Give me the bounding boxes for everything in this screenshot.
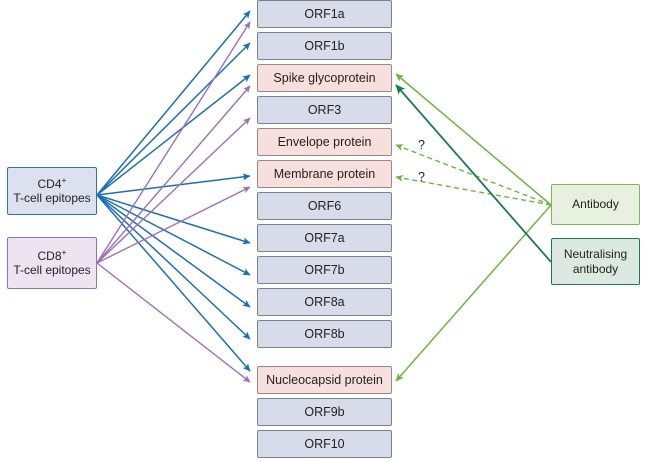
cd8-superscript-plus: +	[61, 246, 67, 257]
gene-label: ORF1a	[304, 6, 345, 21]
node-gene-orf1b[interactable]: ORF1b	[257, 32, 392, 60]
node-gene-membrane-protein[interactable]: Membrane protein	[257, 160, 392, 188]
node-gene-envelope-protein[interactable]: Envelope protein	[257, 128, 392, 156]
edge-cd8-orf3	[96, 117, 251, 264]
neutralising-antibody-label: Neutralising antibody	[563, 247, 628, 276]
gene-label: ORF7b	[304, 262, 345, 277]
node-gene-orf10[interactable]: ORF10	[257, 430, 392, 458]
antibody-label: Antibody	[572, 197, 619, 212]
edge-cd4-membrane	[96, 173, 251, 196]
edge-cd4-orf8b	[96, 194, 251, 340]
gene-label: ORF7a	[304, 230, 345, 245]
cd4-superscript-plus: +	[61, 174, 67, 185]
node-cd4-t-cell-epitopes[interactable]: CD4+ T-cell epitopes	[7, 167, 97, 215]
gene-label: ORF8b	[304, 326, 345, 341]
node-neutralising-antibody[interactable]: Neutralising antibody	[551, 238, 640, 285]
node-gene-orf9b[interactable]: ORF9b	[257, 398, 392, 426]
node-cd8-t-cell-epitopes[interactable]: CD8+ T-cell epitopes	[7, 237, 97, 289]
edge-cd8-membrane	[96, 186, 251, 264]
cd8-label: CD8+ T-cell epitopes	[13, 246, 91, 277]
node-gene-orf1a[interactable]: ORF1a	[257, 0, 392, 28]
node-gene-orf7a[interactable]: ORF7a	[257, 224, 392, 252]
gene-label: Spike glycoprotein	[273, 70, 376, 85]
node-gene-orf6[interactable]: ORF6	[257, 192, 392, 220]
node-gene-orf8b[interactable]: ORF8b	[257, 320, 392, 348]
edge-cd4-nucleocapsid	[96, 194, 251, 372]
uncertainty-marker-membrane: ?	[418, 170, 425, 184]
cd4-label: CD4+ T-cell epitopes	[13, 174, 91, 205]
gene-label: ORF6	[307, 198, 342, 213]
edge-cd4-spike	[96, 74, 251, 196]
edge-cd4-orf7b	[96, 194, 251, 276]
gene-label: ORF3	[307, 102, 342, 117]
edge-cd4-orf8a	[96, 194, 251, 308]
node-gene-orf3[interactable]: ORF3	[257, 96, 392, 124]
edge-cd4-orf1b	[96, 42, 251, 196]
node-antibody[interactable]: Antibody	[551, 184, 640, 225]
node-gene-orf7b[interactable]: ORF7b	[257, 256, 392, 284]
gene-label: ORF1b	[304, 38, 345, 53]
gene-label: ORF8a	[304, 294, 345, 309]
gene-label: Envelope protein	[277, 134, 372, 149]
node-gene-spike-glycoprotein[interactable]: Spike glycoprotein	[257, 64, 392, 92]
gene-label: Nucleocapsid protein	[266, 372, 383, 387]
gene-label: ORF10	[304, 436, 345, 451]
node-gene-nucleocapsid-protein[interactable]: Nucleocapsid protein	[257, 366, 392, 394]
edge-antibody-nucleocapsid	[395, 204, 552, 382]
node-gene-orf8a[interactable]: ORF8a	[257, 288, 392, 316]
edge-cd4-orf7a	[96, 194, 251, 245]
gene-label: Membrane protein	[273, 166, 376, 181]
gene-label: ORF9b	[304, 404, 345, 419]
uncertainty-marker-envelope: ?	[418, 138, 425, 152]
edge-cd8-orf1a	[96, 21, 251, 264]
edge-cd4-orf1a	[96, 10, 251, 196]
edge-cd8-nucleocapsid	[96, 262, 251, 383]
edge-cd8-spike	[96, 85, 251, 264]
